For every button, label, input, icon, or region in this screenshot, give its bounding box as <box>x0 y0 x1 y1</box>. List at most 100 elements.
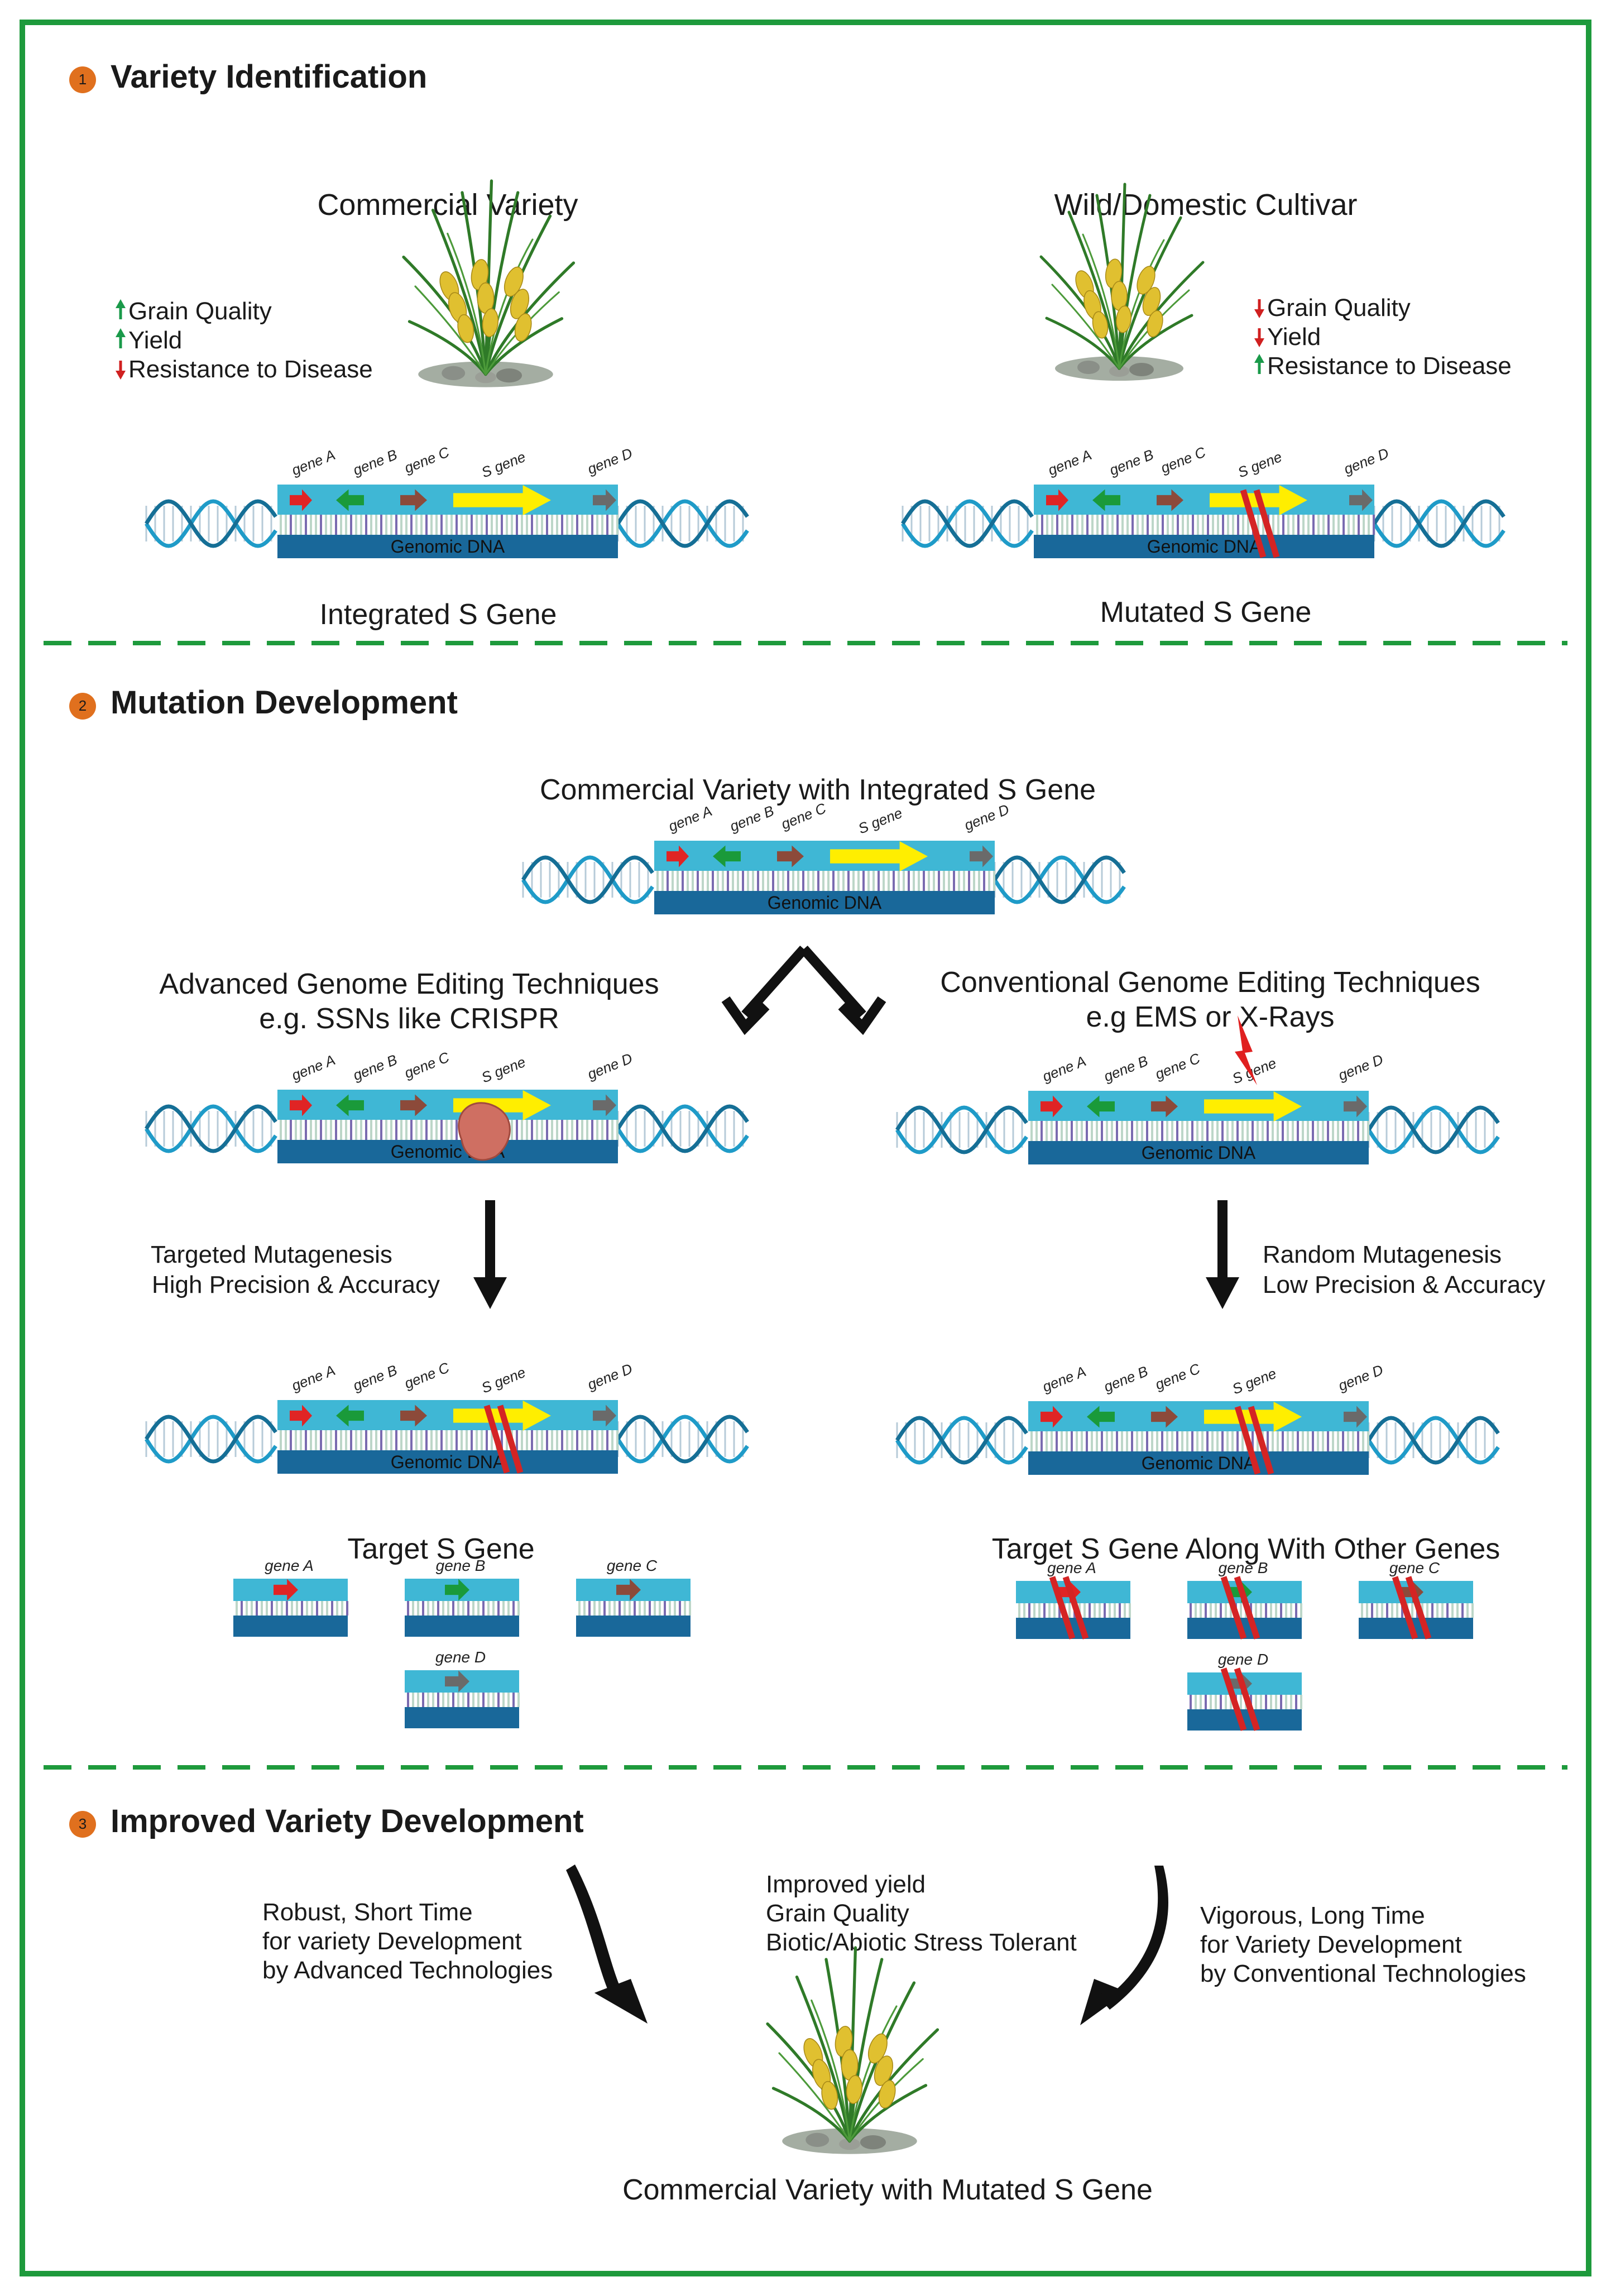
trait-label: Grain Quality <box>128 298 272 325</box>
gene-arrow-icon <box>1204 1091 1302 1121</box>
gene-arrow-icon <box>593 1405 616 1427</box>
gene-label: gene C <box>402 443 452 476</box>
commercial-integrated-label: Commercial Variety with Integrated S Gen… <box>540 774 1096 806</box>
gene-label: gene B <box>1107 446 1156 479</box>
rice-plant-icon <box>768 1948 938 2154</box>
dna-double-helix-icon <box>521 855 654 904</box>
dna-double-helix-icon <box>145 1415 277 1464</box>
gene-label: gene D <box>1336 1051 1385 1084</box>
fragment-gene-d: gene D <box>405 1648 520 1728</box>
gene-label: gene A <box>265 1557 314 1574</box>
gene-label: S gene <box>479 1364 528 1397</box>
gene-arrow-icon <box>713 845 741 867</box>
gene-label: gene B <box>351 1362 400 1394</box>
trait-label: Resistance to Disease <box>1267 352 1512 380</box>
dna-double-helix-icon <box>616 499 749 548</box>
fragment-gene-c: gene C <box>576 1557 691 1637</box>
genomic-dna-label: Genomic DNA <box>1142 1453 1256 1473</box>
trend-down-arrow-icon <box>1254 299 1264 318</box>
gene-arrow-icon <box>593 1094 616 1116</box>
advanced-techniques-title: Advanced Genome Editing Techniques <box>159 968 659 1000</box>
conventional-path-line: by Conventional Technologies <box>1200 1960 1526 1987</box>
dna-double-helix-icon <box>993 855 1126 904</box>
gene-label: S gene <box>479 448 528 481</box>
gene-label: S gene <box>479 1053 528 1086</box>
target-s-gene-caption: Target S Gene <box>347 1533 534 1565</box>
section-number: 1 <box>79 71 87 88</box>
genomic-dna-label: Genomic DNA <box>391 1452 505 1472</box>
orange-badge-icon <box>69 66 96 93</box>
gene-arrow-icon <box>1344 1095 1367 1118</box>
mutation-cut-icon <box>1220 1576 1260 1640</box>
final-variety-label: Commercial Variety with Mutated S Gene <box>622 2174 1153 2206</box>
gene-label: gene B <box>1219 1559 1268 1576</box>
gene-arrow-icon <box>1344 1406 1367 1428</box>
gene-arrow-icon <box>1151 1406 1178 1428</box>
gene-label: S gene <box>1230 1365 1279 1398</box>
gene-arrow-icon <box>1041 1406 1063 1428</box>
gene-arrow-icon <box>274 1579 298 1601</box>
trend-up-arrow-icon <box>116 328 126 348</box>
gene-arrow-icon <box>1087 1095 1115 1118</box>
gene-arrow-icon <box>290 1405 312 1427</box>
improvement-line: Biotic/Abiotic Stress Tolerant <box>766 1929 1077 1956</box>
low-precision-label: Low Precision & Accuracy <box>1263 1271 1545 1298</box>
advanced-path-line: for variety Development <box>262 1928 522 1955</box>
section-number: 3 <box>79 1815 87 1832</box>
gene-label: S gene <box>856 804 905 837</box>
branch-arrows <box>721 946 886 1036</box>
section-number: 2 <box>79 697 87 714</box>
gene-label: gene C <box>1389 1559 1440 1576</box>
gene-arrow-icon <box>1092 489 1120 511</box>
gene-arrow-icon <box>777 845 804 867</box>
gene-label: gene A <box>289 446 338 478</box>
gene-label: gene A <box>289 1051 338 1084</box>
gene-arrow-icon <box>400 1405 427 1427</box>
flow-arrow-icon <box>1206 1200 1239 1309</box>
dna-double-helix-icon <box>1367 1105 1500 1154</box>
curved-flow-arrow-right <box>1080 1866 1168 2025</box>
gene-label: gene D <box>1341 444 1391 477</box>
mutation-cut-icon <box>1049 1576 1089 1640</box>
gene-label: gene C <box>1153 1049 1202 1082</box>
gene-label: gene A <box>1047 1559 1096 1576</box>
gene-label: gene B <box>436 1557 486 1574</box>
dna-double-helix-icon <box>145 499 277 548</box>
integrated-s-gene-caption: Integrated S Gene <box>320 598 557 631</box>
gene-label: gene B <box>351 446 400 479</box>
gene-arrow-icon <box>1041 1095 1063 1118</box>
high-precision-label: High Precision & Accuracy <box>152 1271 440 1298</box>
gene-arrow-icon <box>616 1579 641 1601</box>
trait-label: Yield <box>1267 323 1321 351</box>
gene-label: gene B <box>1101 1363 1150 1396</box>
section-title: Variety Identification <box>111 59 427 95</box>
advanced-path-line: Robust, Short Time <box>262 1899 473 1926</box>
trend-down-arrow-icon <box>116 361 126 380</box>
flow-arrow-icon <box>473 1200 507 1309</box>
gene-label: gene C <box>402 1048 452 1081</box>
gene-label: gene D <box>585 1360 635 1393</box>
section-3-header: 3 Improved Variety Development <box>69 1803 584 1839</box>
gene-arrow-icon <box>830 841 928 871</box>
gene-label: S gene <box>1235 448 1284 481</box>
genomic-dna-label: Genomic DNA <box>1142 1143 1256 1163</box>
gene-arrow-icon <box>400 1094 427 1116</box>
gene-arrow-icon <box>336 489 364 511</box>
fragment-gene-b-mutated: gene B <box>1187 1559 1302 1640</box>
orange-badge-icon <box>69 1811 96 1838</box>
trend-up-arrow-icon <box>1254 354 1264 374</box>
trait-label: Resistance to Disease <box>128 356 373 383</box>
conventional-path-line: Vigorous, Long Time <box>1200 1902 1425 1929</box>
trend-down-arrow-icon <box>1254 328 1264 347</box>
wild-cultivar-title: Wild/Domestic Cultivar <box>1054 188 1357 222</box>
dna-double-helix-icon <box>895 1105 1028 1154</box>
gene-label: gene A <box>1040 1052 1089 1085</box>
commercial-variety-title: Commercial Variety <box>317 188 578 222</box>
gene-arrow-icon <box>970 845 993 867</box>
genomic-dna-label: Genomic DNA <box>1147 536 1262 557</box>
